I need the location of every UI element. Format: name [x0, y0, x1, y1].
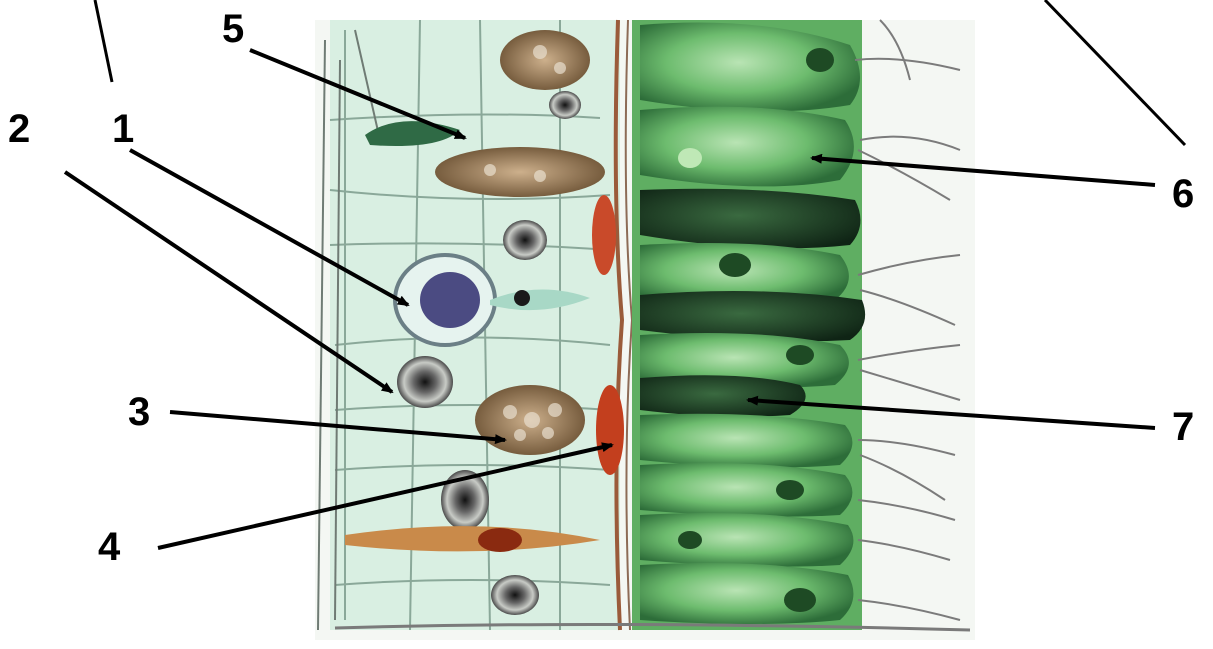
tissue-illustration [315, 20, 975, 640]
nucleus [503, 220, 547, 260]
granule-cell-top [500, 30, 590, 90]
dark-green-cell [640, 189, 860, 249]
red-cell [592, 195, 616, 275]
leader-line-top-right [1045, 0, 1185, 145]
label-1: 1 [112, 107, 134, 151]
nucleus [549, 91, 581, 119]
label-6: 6 [1172, 172, 1194, 216]
granule-cell-5 [435, 147, 605, 197]
leader-line-top-left [95, 0, 112, 82]
nucleus [397, 356, 453, 408]
label-7: 7 [1172, 405, 1194, 449]
halo-cell-nucleus [420, 272, 480, 328]
label-5: 5 [222, 7, 244, 51]
label-3: 3 [128, 390, 150, 434]
label-2: 2 [8, 107, 30, 151]
label-4: 4 [98, 525, 121, 569]
red-cell [596, 385, 624, 475]
dark-green-cell-7 [640, 375, 806, 416]
nucleus [491, 575, 539, 615]
